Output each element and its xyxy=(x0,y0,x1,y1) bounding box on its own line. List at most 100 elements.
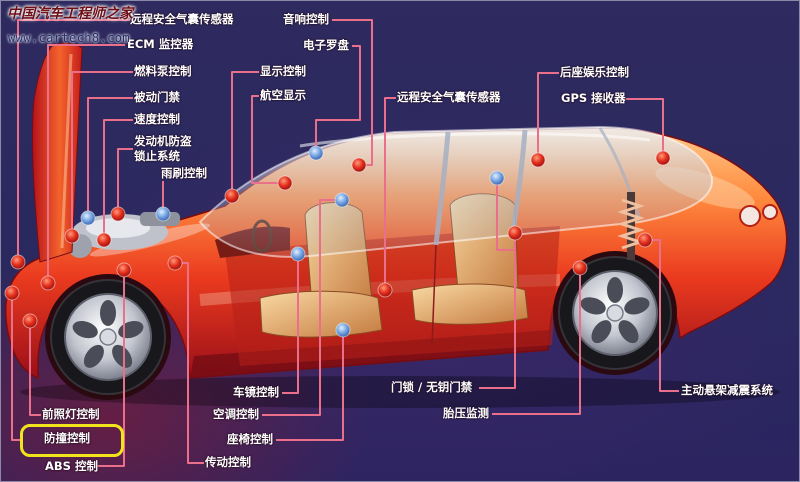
sensor-dot-ecm-monitor xyxy=(40,275,56,291)
label-remote-airbag-sensor-top: 远程安全气囊传感器 xyxy=(130,12,234,26)
label-mirror-control: 车镜控制 xyxy=(233,385,279,399)
leader-line-display-control xyxy=(231,71,259,196)
leader-line-tire-pressure-monitor xyxy=(492,268,581,415)
leader-lines xyxy=(11,19,679,467)
leader-line-keyless-entry xyxy=(496,178,515,251)
label-wiper-control: 雨刷控制 xyxy=(161,166,207,180)
label-transmission-control: 传动控制 xyxy=(205,455,251,469)
sensor-dot-electronic-compass xyxy=(308,145,324,161)
leader-line-seat-control xyxy=(276,330,344,441)
leader-line-fuel-pump-control xyxy=(71,71,133,236)
sensor-dot-remote-airbag-sensor-top xyxy=(10,254,26,270)
engine-bay xyxy=(68,212,180,258)
highlight-box xyxy=(20,424,124,457)
door-seam xyxy=(431,244,437,346)
label-rear-entertainment-control: 后座娱乐控制 xyxy=(560,65,629,79)
sensor-dot-ac-control xyxy=(334,192,350,208)
sensor-dots xyxy=(4,145,671,338)
leader-line-ecm-monitor xyxy=(47,44,125,283)
rim-hole xyxy=(72,320,98,339)
label-engine-immobilizer-line2: 锁止系统 xyxy=(134,149,180,163)
sensor-dot-keyless-entry xyxy=(489,170,505,186)
label-remote-airbag-sensor-mid: 远程安全气囊传感器 xyxy=(397,90,501,104)
hub xyxy=(99,328,117,346)
label-fuel-pump-control: 燃料泵控制 xyxy=(134,64,192,78)
sensor-dot-door-lock xyxy=(507,225,523,241)
sensor-dot-collision-avoidance-control xyxy=(4,285,20,301)
label-abs-control: ABS 控制 xyxy=(45,459,98,473)
leader-line-door-lock xyxy=(479,233,516,389)
leader-line-ac-control xyxy=(262,199,342,416)
sensor-dot-gps-receiver xyxy=(655,150,671,166)
label-speed-control: 速度控制 xyxy=(134,112,180,126)
sensor-dot-aviation-display xyxy=(277,175,293,191)
label-display-control: 显示控制 xyxy=(260,64,306,78)
rim-hole xyxy=(112,344,133,368)
sensor-dot-audio-control xyxy=(351,157,367,173)
sensor-dot-fuel-pump-control xyxy=(64,228,80,244)
suspension-strut xyxy=(617,192,645,260)
sensor-dot-display-control xyxy=(224,188,240,204)
taillight xyxy=(762,204,778,220)
leader-line-passive-entry xyxy=(87,97,133,218)
rear-window-frame xyxy=(598,127,642,221)
rim-hole xyxy=(100,300,116,326)
sensor-dot-tire-pressure-monitor xyxy=(572,260,588,276)
hub xyxy=(606,304,624,322)
rim-hole xyxy=(618,320,639,344)
glass-canopy xyxy=(198,125,714,258)
label-passive-entry: 被动门禁 xyxy=(134,90,180,104)
leader-line-abs-control xyxy=(97,270,125,467)
b-pillar xyxy=(433,131,451,246)
sensor-dot-abs-control xyxy=(116,262,132,278)
sensor-dot-active-suspension xyxy=(637,232,653,248)
front-wheel xyxy=(45,274,171,400)
label-gps-receiver: GPS 接收器 xyxy=(561,91,626,105)
sensor-dot-speed-control xyxy=(96,232,112,248)
watermark-url: www.cartech8.com xyxy=(8,31,130,45)
sensor-dot-headlamp-control xyxy=(22,313,38,329)
label-headlamp-control: 前照灯控制 xyxy=(42,407,100,421)
label-audio-control: 音响控制 xyxy=(283,12,329,26)
rear-wheel xyxy=(553,251,677,375)
leader-line-aviation-display xyxy=(251,95,285,184)
label-door-lock-keyless-entry: 门锁 / 无钥门禁 xyxy=(391,380,473,394)
suspension-spring xyxy=(617,198,645,250)
label-ecm-monitor: ECM 监控器 xyxy=(127,37,194,51)
leader-line-remote-airbag-sensor-mid xyxy=(384,97,396,290)
leader-line-headlamp-control xyxy=(29,321,41,416)
sensor-dot-rear-entertainment-control xyxy=(530,152,546,168)
label-electronic-compass: 电子罗盘 xyxy=(303,38,349,52)
sensor-dot-mirror-control xyxy=(290,246,306,262)
leader-line-remote-airbag-sensor-top xyxy=(17,19,130,262)
leader-line-rear-entertainment-control xyxy=(537,72,559,160)
label-ac-control: 空调控制 xyxy=(213,407,259,421)
label-collision-avoidance-control: 防撞控制 xyxy=(44,431,90,445)
leader-line-electronic-compass xyxy=(315,45,361,153)
rim-hole xyxy=(580,297,606,315)
label-active-suspension: 主动悬架减震系统 xyxy=(681,383,773,397)
sensor-dot-wiper-control xyxy=(155,206,171,222)
rim-hole xyxy=(607,277,623,303)
rear-seat-cushion xyxy=(411,283,529,325)
rim-hole xyxy=(83,344,104,368)
roof-highlight xyxy=(299,132,651,148)
sensor-dot-remote-airbag-sensor-mid xyxy=(377,282,393,298)
car-shadow xyxy=(20,376,780,408)
sensor-dot-transmission-control xyxy=(167,255,183,271)
rim-hole xyxy=(624,297,650,315)
sensor-dot-engine-immobilizer xyxy=(110,206,126,222)
leader-line-mirror-control xyxy=(282,254,299,394)
label-aviation-display: 航空显示 xyxy=(260,88,306,102)
label-tire-pressure-monitor: 胎压监测 xyxy=(443,406,489,420)
hood-highlight xyxy=(60,53,73,249)
leader-line-collision-avoidance-control xyxy=(11,293,20,441)
label-seat-control: 座椅控制 xyxy=(227,432,273,446)
rim-hole xyxy=(591,320,612,344)
leader-line-speed-control xyxy=(103,119,133,240)
leader-line-engine-immobilizer xyxy=(117,148,133,214)
sensor-dot-seat-control xyxy=(335,322,351,338)
watermark-site-name: 中国汽车工程师之家 xyxy=(7,6,133,22)
sensor-dot-passive-entry xyxy=(80,210,96,226)
